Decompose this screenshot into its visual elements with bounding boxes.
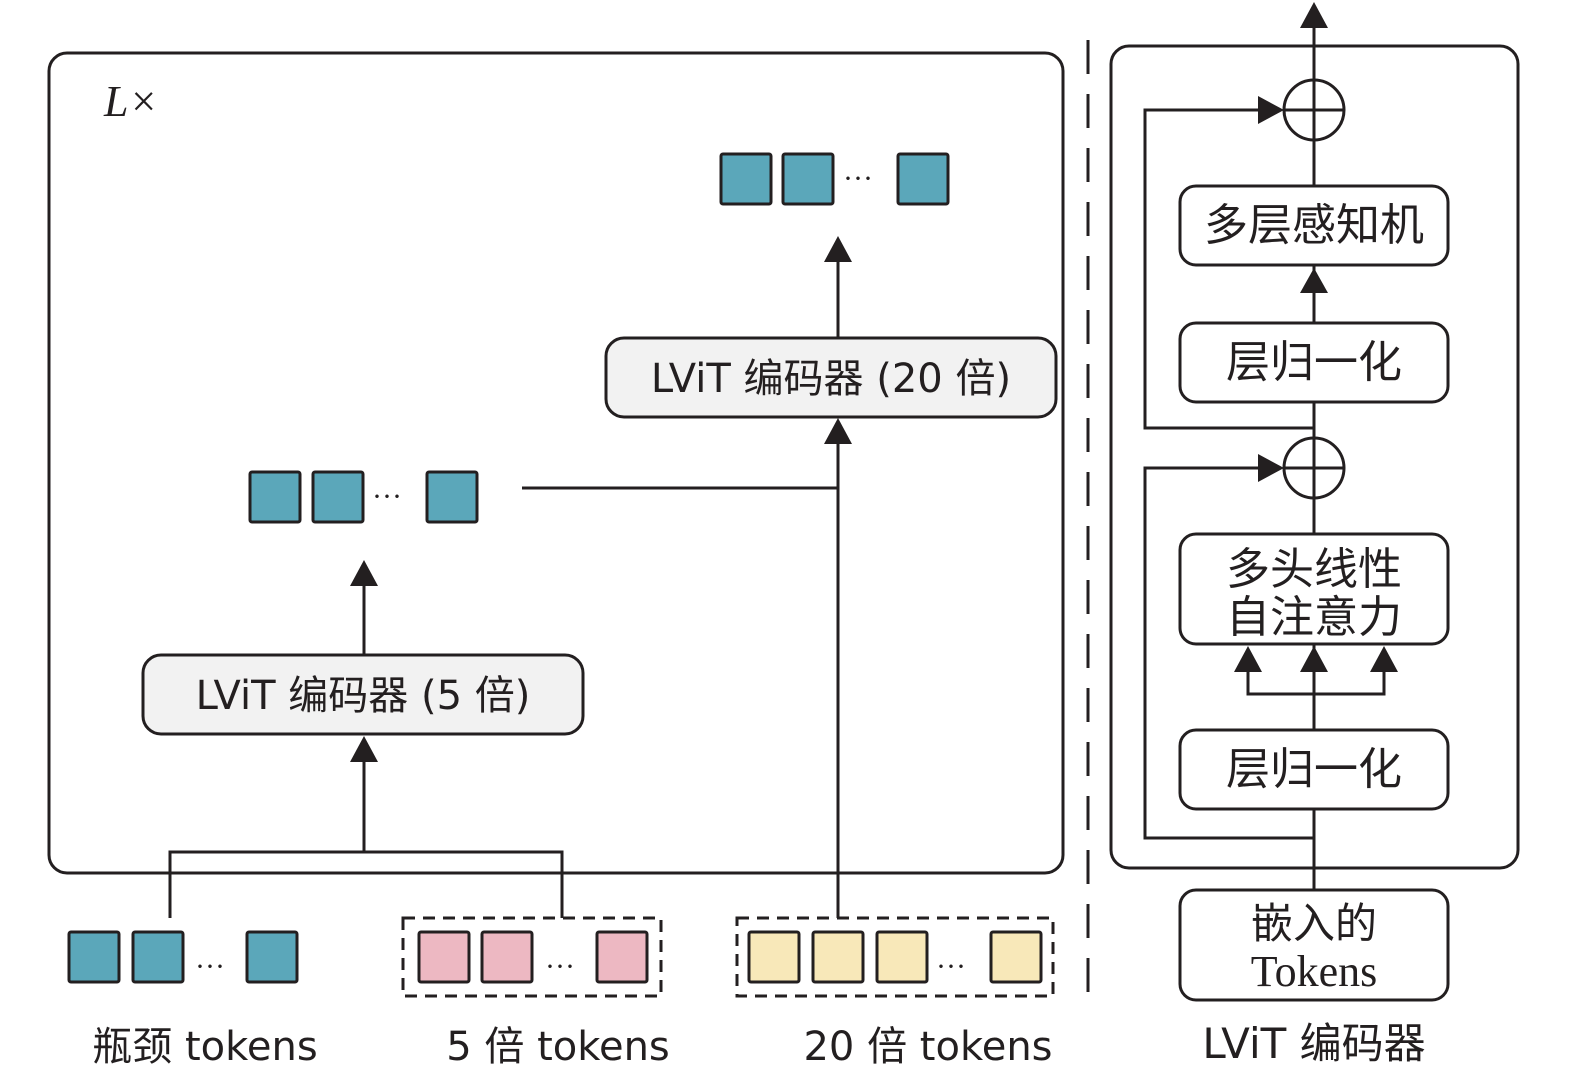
encoder-20x-label: LViT 编码器 (20 倍) — [651, 356, 1011, 402]
mlp-label: 多层感知机 — [1204, 200, 1424, 251]
token — [747, 930, 801, 984]
arrowhead-icon — [824, 418, 852, 444]
repeat-label: L× — [103, 77, 158, 126]
arrowhead-icon — [1300, 268, 1328, 293]
arrowhead-icon — [1258, 96, 1284, 124]
token — [67, 930, 121, 984]
ellipsis: ··· — [843, 162, 873, 195]
ellipsis: ··· — [545, 950, 575, 983]
token — [311, 470, 365, 524]
input-20x-tokens: ··· 20 倍 tokens — [735, 916, 1055, 1070]
layer-norm-top-block: 层归一化 — [1178, 321, 1450, 404]
encoder-5x-label: LViT 编码器 (5 倍) — [196, 673, 531, 719]
embedded-label-line2: Tokens — [1251, 947, 1377, 996]
input-label: 5 倍 tokens — [446, 1024, 670, 1070]
layer-norm-bottom-block: 层归一化 — [1178, 728, 1450, 811]
token — [811, 930, 865, 984]
input-label: 20 倍 tokens — [803, 1024, 1052, 1070]
token — [425, 470, 479, 524]
embedded-tokens-block: 嵌入的 Tokens — [1178, 888, 1450, 1002]
arrowhead-icon — [824, 236, 852, 262]
arrowhead-icon — [350, 736, 378, 762]
token — [989, 930, 1043, 984]
mid-output-tokens: ··· — [248, 470, 479, 524]
token — [781, 152, 835, 206]
arrowhead-icon — [1234, 646, 1262, 672]
skip-connection-bottom — [1143, 466, 1314, 840]
arrowhead-icon — [350, 560, 378, 586]
arrowhead-icon — [1300, 2, 1328, 28]
residual-add-top — [1282, 78, 1346, 142]
token — [480, 930, 534, 984]
encoder-20x: LViT 编码器 (20 倍) — [604, 336, 1058, 419]
input-label: 瓶颈 tokens — [92, 1024, 317, 1070]
residual-add-bottom — [1282, 436, 1346, 500]
repeat-block-frame — [47, 51, 1065, 875]
input-5x-tokens: ··· 5 倍 tokens — [401, 916, 670, 1070]
input-bottleneck-tokens: ··· 瓶颈 tokens — [67, 930, 318, 1070]
ellipsis: ··· — [195, 950, 225, 983]
mlp-block: 多层感知机 — [1178, 184, 1450, 267]
top-output-tokens: ··· — [719, 152, 950, 206]
qkv-split — [1246, 670, 1386, 696]
attention-block: 多头线性 自注意力 — [1178, 532, 1450, 646]
token — [417, 930, 471, 984]
attention-label-line1: 多头线性 — [1226, 544, 1402, 595]
token — [248, 470, 302, 524]
embedded-label-line1: 嵌入的 — [1251, 899, 1377, 948]
token — [245, 930, 299, 984]
arrowhead-icon — [1258, 454, 1284, 482]
ellipsis: ··· — [936, 950, 966, 983]
layer-norm-bottom-label: 层归一化 — [1226, 744, 1402, 795]
token — [131, 930, 185, 984]
connector — [168, 850, 564, 918]
token — [719, 152, 773, 206]
ellipsis: ··· — [372, 480, 402, 513]
arrowhead-icon — [1300, 646, 1328, 672]
token — [875, 930, 929, 984]
token — [595, 930, 649, 984]
attention-label-line2: 自注意力 — [1226, 592, 1402, 643]
token — [896, 152, 950, 206]
layer-norm-top-label: 层归一化 — [1226, 337, 1402, 388]
skip-connection-top — [1143, 108, 1314, 430]
dashed-group-frame — [401, 916, 663, 998]
arrowhead-icon — [1370, 646, 1398, 672]
encoder-5x: LViT 编码器 (5 倍) — [141, 653, 585, 736]
encoder-detail-caption: LViT 编码器 — [1202, 1019, 1425, 1068]
dashed-group-frame — [735, 916, 1055, 998]
